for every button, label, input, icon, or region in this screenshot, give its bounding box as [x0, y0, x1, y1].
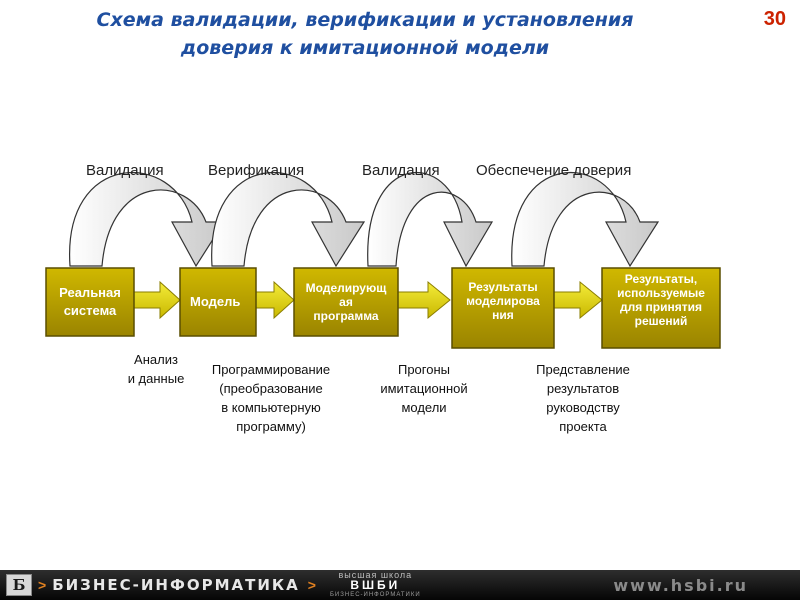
box-decision-results — [601, 267, 721, 349]
box-model — [179, 267, 257, 337]
label-simulation-runs: Прогоны имитационной модели — [380, 362, 468, 415]
label-validation-2: Валидация — [362, 162, 440, 179]
curve-arrow-validation-1 — [69, 171, 226, 268]
label-verification: Верификация — [208, 162, 305, 179]
footer-logo-icon: Б — [6, 574, 32, 596]
slide-title-line2: доверия к имитационной модели — [180, 37, 550, 59]
process-diagram — [45, 171, 721, 349]
box-decision-results-label: Результаты, используемые для принятия ре… — [617, 272, 705, 328]
footer-brand: БИЗНЕС-ИНФОРМАТИКА — [52, 576, 300, 594]
footer-bar: Б > БИЗНЕС-ИНФОРМАТИКА > высшая школа ВШ… — [0, 570, 800, 600]
footer-school-line1: высшая школа — [338, 569, 413, 580]
footer-school-logo: высшая школа ВШБИ БИЗНЕС-ИНФОРМАТИКИ — [329, 569, 421, 600]
flow-arrow-1 — [133, 280, 181, 320]
footer-school-line3: БИЗНЕС-ИНФОРМАТИКИ — [329, 591, 421, 598]
box-model-label: Модель — [190, 294, 241, 309]
footer-chevron-icon-2: > — [307, 577, 316, 593]
flow-arrow-2 — [255, 280, 295, 320]
box-real-system-label: Реальная система — [59, 285, 121, 318]
curve-arrow-confidence — [511, 171, 660, 268]
box-simulation-results-label: Результаты моделирова ния — [466, 280, 540, 322]
page-number: 30 — [763, 8, 786, 30]
label-validation-1: Валидация — [86, 162, 164, 179]
slide-title-line1: Схема валидации, верификации и установле… — [96, 9, 634, 31]
curve-arrow-validation-2 — [367, 172, 494, 268]
box-simulation-results — [451, 267, 555, 349]
box-simulation-program — [293, 267, 399, 337]
label-presentation: Представление результатов руководству пр… — [536, 362, 630, 434]
flow-arrow-3 — [397, 280, 451, 320]
flow-arrow-4 — [553, 280, 603, 320]
footer-chevron-icon: > — [38, 577, 47, 593]
label-analysis-data: Анализ и данные — [127, 352, 185, 386]
label-confidence: Обеспечение доверия — [476, 162, 632, 179]
box-real-system — [45, 267, 135, 337]
curve-arrow-verification — [211, 171, 366, 268]
label-programming: Программирование (преобразование в компь… — [211, 362, 331, 434]
slide-title: Схема валидации, верификации и установле… — [40, 6, 690, 62]
footer-url-link[interactable]: www.hsbi.ru — [613, 575, 748, 595]
footer-school-line2: ВШБИ — [350, 577, 401, 592]
box-simulation-program-label: Моделирующ ая программа — [305, 281, 387, 323]
